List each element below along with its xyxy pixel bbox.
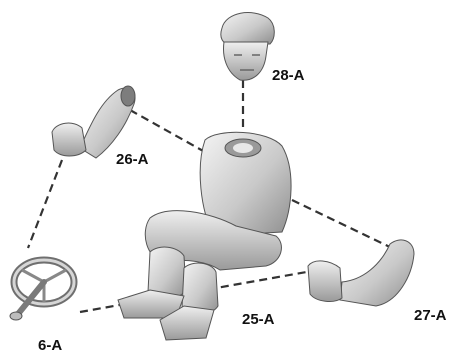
left-arm-part bbox=[307, 239, 415, 307]
label-25a: 25-A bbox=[242, 311, 275, 328]
label-6a: 6-A bbox=[38, 337, 62, 354]
steering-wheel-part bbox=[9, 256, 78, 321]
label-26a: 26-A bbox=[116, 151, 149, 168]
torso-legs-part bbox=[117, 131, 292, 341]
leader-left-arm-to-shoulder bbox=[291, 199, 393, 249]
leader-right-arm-to-shoulder bbox=[129, 109, 206, 153]
right-arm-part bbox=[51, 85, 136, 159]
label-28a: 28-A bbox=[272, 67, 305, 84]
label-27a: 27-A bbox=[414, 307, 447, 324]
head-part bbox=[220, 12, 275, 81]
leader-right-arm-to-wheel bbox=[26, 159, 64, 249]
